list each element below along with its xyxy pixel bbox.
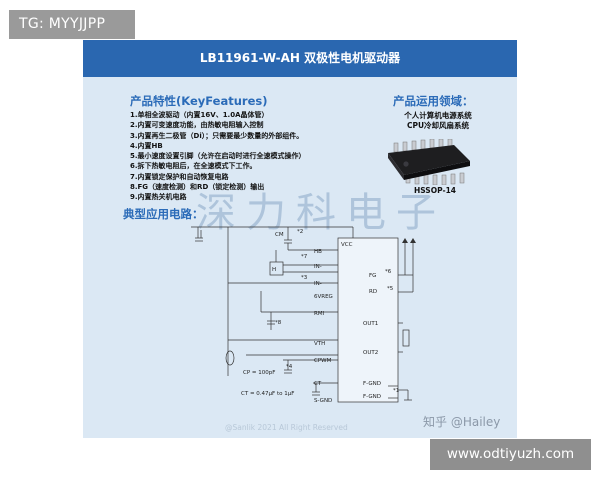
card-header xyxy=(83,40,517,77)
zhihu-watermark: 知乎 @Hailey xyxy=(423,415,501,429)
note-label: *1 xyxy=(393,388,399,394)
note-label: *3 xyxy=(301,275,308,281)
feature-item: 7.内置锁定保护和自动恢复电路 xyxy=(130,172,229,181)
package-label: HSSOP-14 xyxy=(413,186,457,195)
application-circuit-diagram: VCC HB IN- IN- 6VREG RMI VTH CPWM CT S-G… xyxy=(191,226,416,404)
feature-item: 9.内置热关机电路 xyxy=(130,193,187,202)
ct-label: CT = 0.47μF to 1μF xyxy=(241,391,294,397)
ic-pin-label: HB xyxy=(314,249,322,255)
feature-item: 5.最小速度设置引脚（允许在启动时进行全速模式操作） xyxy=(130,152,306,161)
ic-pin-label: F-GND xyxy=(363,381,381,387)
feature-item: 2.内置可变速度功能，由热敏电阻输入控制 xyxy=(130,121,264,130)
note-label: *2 xyxy=(297,229,303,235)
feature-item: 8.FG（速度检测）和RD（锁定检测）输出 xyxy=(130,183,265,192)
ic-pin-label: CPWM xyxy=(314,358,332,364)
application-item: 个人计算机电源系统 xyxy=(404,111,472,120)
feature-item: 1.单相全波驱动（内置16V、1.0A晶体管） xyxy=(130,111,269,119)
ic-pin-label: VTH xyxy=(314,341,325,347)
vcc-label: VCC xyxy=(341,242,353,248)
site-url-badge: www.odtiyuzh.com xyxy=(430,439,591,470)
ic-pin-label: IN- xyxy=(314,281,322,287)
cm-label: CM xyxy=(275,232,284,238)
ic-pin-label: OUT1 xyxy=(363,321,378,327)
application-item: CPU冷却风扇系统 xyxy=(406,121,470,130)
ic-pin-label: OUT2 xyxy=(363,350,378,356)
product-card: LB11961-W-AH 双极性电机驱动器 产品特性(KeyFeatures) … xyxy=(83,40,517,438)
note-label: *8 xyxy=(275,320,282,326)
ic-pin-label: CT xyxy=(314,381,322,387)
features-list: 1.单相全波驱动（内置16V、1.0A晶体管） 2.内置可变速度功能，由热敏电阻… xyxy=(130,110,370,203)
ic-pin-label: FG xyxy=(369,273,376,279)
feature-item: 4.内置HB xyxy=(130,141,163,150)
ic-pin-label: RMI xyxy=(314,311,325,317)
copyright-text: @Sanlik 2021 All Right Reserved xyxy=(225,423,348,432)
ic-pin-label: RD xyxy=(369,289,377,295)
note-label: *5 xyxy=(387,286,394,292)
ic-pin-label: 6VREG xyxy=(314,294,333,300)
features-title: 产品特性(KeyFeatures) xyxy=(130,94,268,108)
ic-pin-label: S-GND xyxy=(314,398,332,404)
ic-pin-label: IN- xyxy=(314,264,322,270)
ic-body xyxy=(337,237,399,403)
note-label: *4 xyxy=(286,364,293,370)
card-title: LB11961-W-AH 双极性电机驱动器 xyxy=(199,51,401,65)
company-watermark: 深力科电子 xyxy=(196,190,446,236)
feature-item: 6.拆下热敏电阻后，在全速模式下工作。 xyxy=(130,162,257,171)
feature-item: 3.内置再生二极管（Di）；只需要最少数量的外部组件。 xyxy=(130,131,304,140)
ic-pin-label: F-GND xyxy=(363,394,381,400)
note-label: *7 xyxy=(301,254,308,260)
circuit-title: 典型应用电路： xyxy=(123,207,204,221)
cp-label: CP = 100pF xyxy=(243,370,275,376)
applications-title: 产品运用领域： xyxy=(393,94,474,108)
source-tag: TG: MYYJJPP xyxy=(9,10,135,39)
applications-list: 个人计算机电源系统 CPU冷却风扇系统 xyxy=(373,111,503,131)
note-label: *6 xyxy=(385,269,392,275)
hall-label: H xyxy=(272,267,276,273)
hssop-14-chip-image xyxy=(388,139,470,185)
